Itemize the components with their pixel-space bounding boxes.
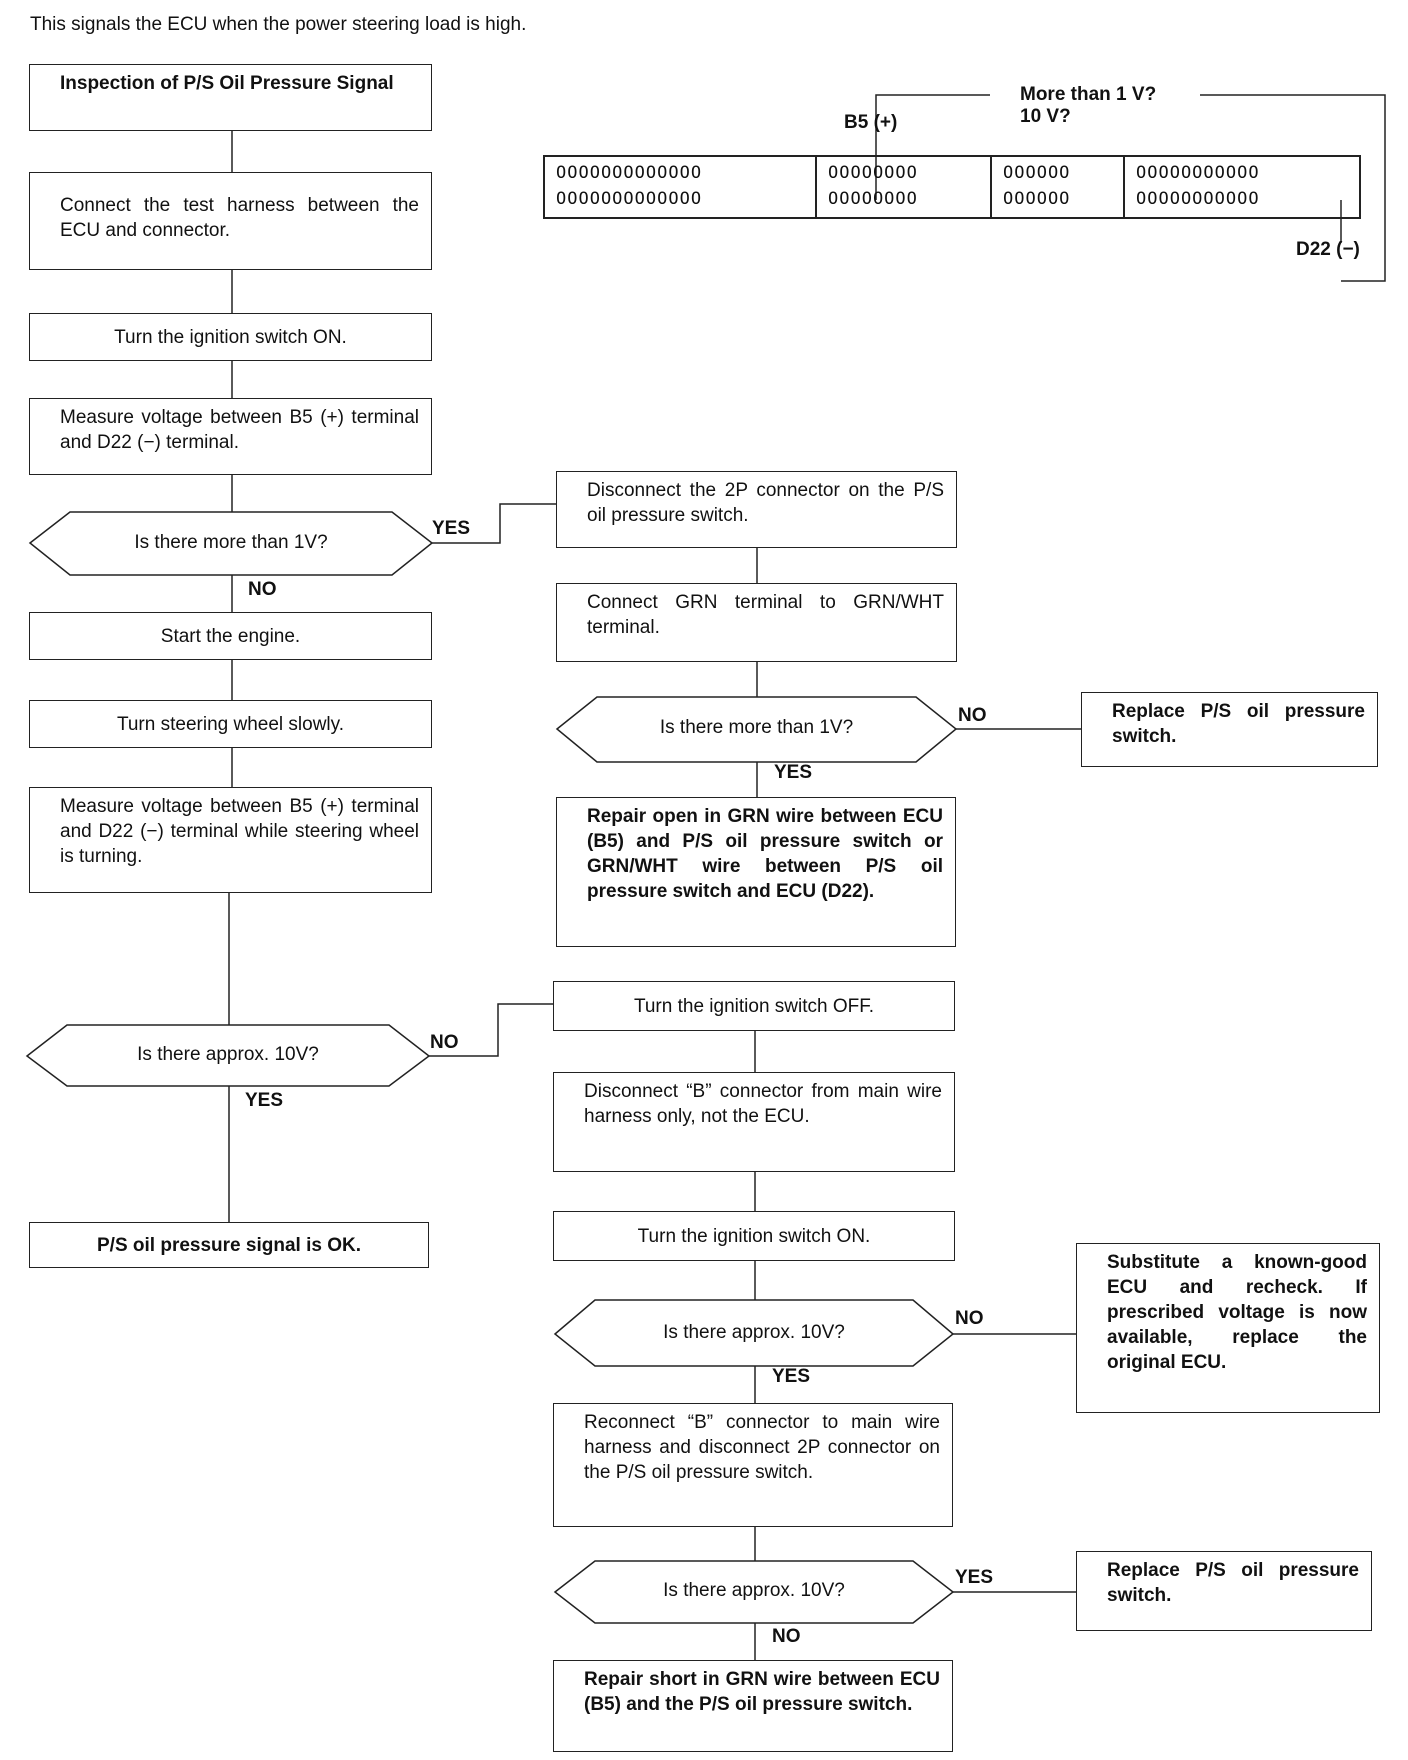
pin-group-1: OOOOOOOOOOOOO OOOOOOOOOOOOO: [556, 160, 702, 212]
decision-4-label: Is there approx. 10V?: [663, 1322, 845, 1343]
connect-harness-box: Connect the test harness between the ECU…: [29, 172, 432, 270]
signal-ok-box: P/S oil pressure signal is OK.: [29, 1222, 429, 1268]
decision-shape-3: [555, 696, 958, 763]
decision-4-no-label: NO: [955, 1308, 984, 1329]
decision-shape-2: [25, 1024, 431, 1087]
decision-3-yes-label: YES: [774, 762, 813, 783]
replace-switch-box-2: Replace P/S oil pressure switch.: [1076, 1551, 1372, 1631]
pin-row: OOOOOO: [1003, 189, 1071, 209]
pin-row: OOOOOOOO: [828, 163, 918, 183]
decision-shape-4: [553, 1299, 955, 1367]
pin-row: OOOOOOOOOOOOO: [556, 189, 703, 209]
decision-2-yes-label: YES: [245, 1090, 284, 1111]
pin-group-3: OOOOOO OOOOOO: [1003, 160, 1070, 212]
decision-3-no-label: NO: [958, 705, 987, 726]
d22-terminal-label: D22 (−): [1296, 239, 1360, 260]
pin-row: OOOOOOOOOOO: [1136, 189, 1260, 209]
voltage-question-2: 10 V?: [1020, 106, 1071, 127]
ignition-on-box-2: Turn the ignition switch ON.: [553, 1211, 955, 1261]
pin-group-2: OOOOOOOO OOOOOOOO: [828, 160, 918, 212]
voltage-question-1: More than 1 V?: [1020, 84, 1157, 105]
connect-grn-box: Connect GRN terminal to GRN/WHT terminal…: [556, 583, 957, 662]
pin-group-4: OOOOOOOOOOO OOOOOOOOOOO: [1136, 160, 1260, 212]
decision-shape-1: [28, 511, 434, 576]
replace-switch-box-1: Replace P/S oil pressure switch.: [1081, 692, 1378, 767]
disconnect-b-box: Disconnect “B” connector from main wire …: [553, 1072, 955, 1172]
decision-2-label: Is there approx. 10V?: [137, 1044, 319, 1065]
turn-wheel-box: Turn steering wheel slowly.: [29, 700, 432, 748]
pin-row: OOOOOO: [1003, 163, 1071, 183]
decision-1-no-label: NO: [248, 579, 277, 600]
title-box: Inspection of P/S Oil Pressure Signal: [29, 64, 432, 131]
ignition-on-box-1: Turn the ignition switch ON.: [29, 313, 432, 361]
start-engine-box: Start the engine.: [29, 612, 432, 660]
decision-5-no-label: NO: [772, 1626, 801, 1647]
b5-terminal-label: B5 (+): [844, 112, 898, 133]
decision-1-label: Is there more than 1V?: [134, 532, 328, 553]
pin-row: OOOOOOOOOOOOO: [556, 163, 703, 183]
repair-open-box: Repair open in GRN wire between ECU (B5)…: [556, 797, 956, 947]
measure-voltage-box-1: Measure voltage between B5 (+) terminal …: [29, 398, 432, 475]
measure-voltage-box-2: Measure voltage between B5 (+) terminal …: [29, 787, 432, 893]
reconnect-b-box: Reconnect “B” connector to main wire har…: [553, 1403, 953, 1527]
decision-2-no-label: NO: [430, 1032, 459, 1053]
pin-row: OOOOOOOOOOO: [1136, 163, 1260, 183]
repair-short-box: Repair short in GRN wire between ECU (B5…: [553, 1660, 953, 1752]
ecu-connector-body: [543, 155, 1361, 219]
decision-1-yes-label: YES: [432, 518, 471, 539]
decision-5-yes-label: YES: [955, 1567, 994, 1588]
pin-row: OOOOOOOO: [828, 189, 918, 209]
decision-5-label: Is there approx. 10V?: [663, 1580, 845, 1601]
decision-3-label: Is there more than 1V?: [659, 717, 854, 738]
decision-4-yes-label: YES: [772, 1366, 811, 1387]
ignition-off-box: Turn the ignition switch OFF.: [553, 981, 955, 1031]
decision-shape-5: [553, 1560, 955, 1624]
disconnect-2p-box: Disconnect the 2P connector on the P/S o…: [556, 471, 957, 548]
intro-text: This signals the ECU when the power stee…: [30, 14, 527, 35]
substitute-ecu-box: Substitute a known-good ECU and recheck.…: [1076, 1243, 1380, 1413]
